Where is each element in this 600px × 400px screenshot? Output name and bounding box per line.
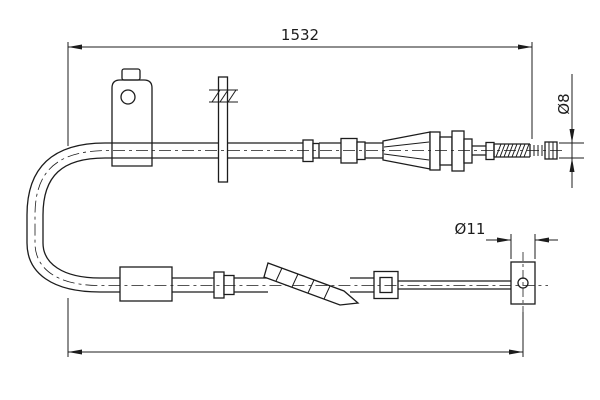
threaded-rod [472, 141, 495, 161]
adjuster-rings [429, 130, 473, 172]
mounting-bracket [111, 68, 153, 167]
cable-lower-run [100, 277, 511, 293]
adjuster-block [119, 266, 173, 302]
diameter-11-label: Ø11 [455, 220, 486, 238]
arrowhead-left [68, 349, 82, 355]
diameter-8-label: Ø8 [555, 93, 573, 114]
connector-fitting [373, 270, 399, 300]
cable-upper-run [105, 142, 383, 159]
bracket-tab [121, 68, 141, 81]
dimension-overall-length: 1532 [67, 26, 533, 146]
cable-bend [26, 142, 106, 293]
clip-fitting [213, 271, 235, 299]
cable-assembly [26, 68, 562, 314]
protective-boot [263, 262, 360, 306]
centerlines [34, 150, 562, 314]
bracket-hole [120, 89, 136, 105]
arrowhead-right [518, 44, 532, 50]
overall-length-label: 1532 [281, 26, 319, 44]
dimension-end-diameter-8: Ø8 [555, 74, 584, 188]
arrowhead-right [497, 237, 511, 243]
dimension-bottom-length [67, 298, 524, 357]
arrowhead-up [569, 158, 575, 172]
arrowhead-down [569, 129, 575, 143]
dimension-end-diameter-11: Ø11 [455, 220, 558, 259]
bend-inner-edge [42, 157, 106, 279]
arrowhead-left [535, 237, 549, 243]
rod-collar [485, 141, 495, 161]
bend-outer-edge [26, 142, 106, 293]
arrowhead-right [509, 349, 523, 355]
cable-centerline [34, 150, 562, 286]
abutment-plate [209, 76, 238, 183]
bracket-plate [111, 79, 153, 167]
arrowhead-left [68, 44, 82, 50]
